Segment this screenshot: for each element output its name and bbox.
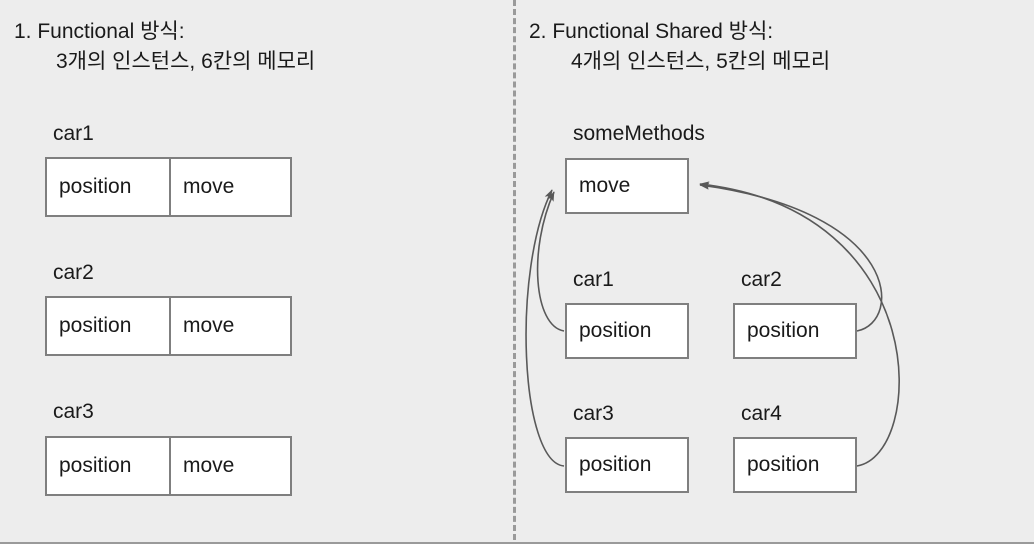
left-cell-car2-position: position (59, 314, 132, 337)
right-group-box-car1: position (565, 303, 689, 359)
right-group-box-car3: position (565, 437, 689, 493)
right-panel-title: 2. Functional Shared 방식: 4개의 인스턴스, 5칸의 메… (529, 17, 830, 77)
right-shared-label-somemethods: someMethods (573, 122, 705, 145)
right-group-label-car3: car3 (573, 402, 614, 425)
right-shared-box-move: move (565, 158, 689, 214)
left-cell-car1-move: move (169, 159, 290, 215)
right-group-label-car1: car1 (573, 268, 614, 291)
right-group-box-car2: position (733, 303, 857, 359)
right-group-label-car2: car2 (741, 268, 782, 291)
left-group-box-car1: position move (45, 157, 292, 217)
left-group-label-car3: car3 (53, 400, 94, 423)
left-panel-title-line2: 3개의 인스턴스, 6칸의 메모리 (56, 50, 316, 73)
panel-divider (513, 0, 516, 540)
arrow-car3-to-move (525, 189, 565, 467)
right-cell-car1-position: position (579, 319, 652, 342)
left-cell-car2-move: move (169, 298, 290, 354)
left-group-box-car2: position move (45, 296, 292, 356)
right-panel-title-line1: 2. Functional Shared 방식: (529, 20, 774, 43)
right-cell-car3-position: position (579, 453, 652, 476)
left-group-box-car3: position move (45, 436, 292, 496)
left-cell-car3-position: position (59, 454, 132, 477)
right-cell-shared-move: move (579, 174, 631, 197)
arrow-car1-to-move (536, 191, 565, 332)
left-panel-title: 1. Functional 방식: 3개의 인스턴스, 6칸의 메모리 (14, 17, 315, 77)
left-cell-car1-position: position (59, 175, 132, 198)
left-group-label-car1: car1 (53, 122, 94, 145)
left-group-label-car2: car2 (53, 261, 94, 284)
right-cell-car4-position: position (747, 453, 820, 476)
right-group-label-car4: car4 (741, 402, 782, 425)
right-panel-title-line2: 4개의 인스턴스, 5칸의 메모리 (571, 50, 831, 73)
right-cell-car2-position: position (747, 319, 820, 342)
right-group-box-car4: position (733, 437, 857, 493)
left-cell-car3-move: move (169, 438, 290, 494)
left-panel-title-line1: 1. Functional 방식: (14, 20, 185, 43)
